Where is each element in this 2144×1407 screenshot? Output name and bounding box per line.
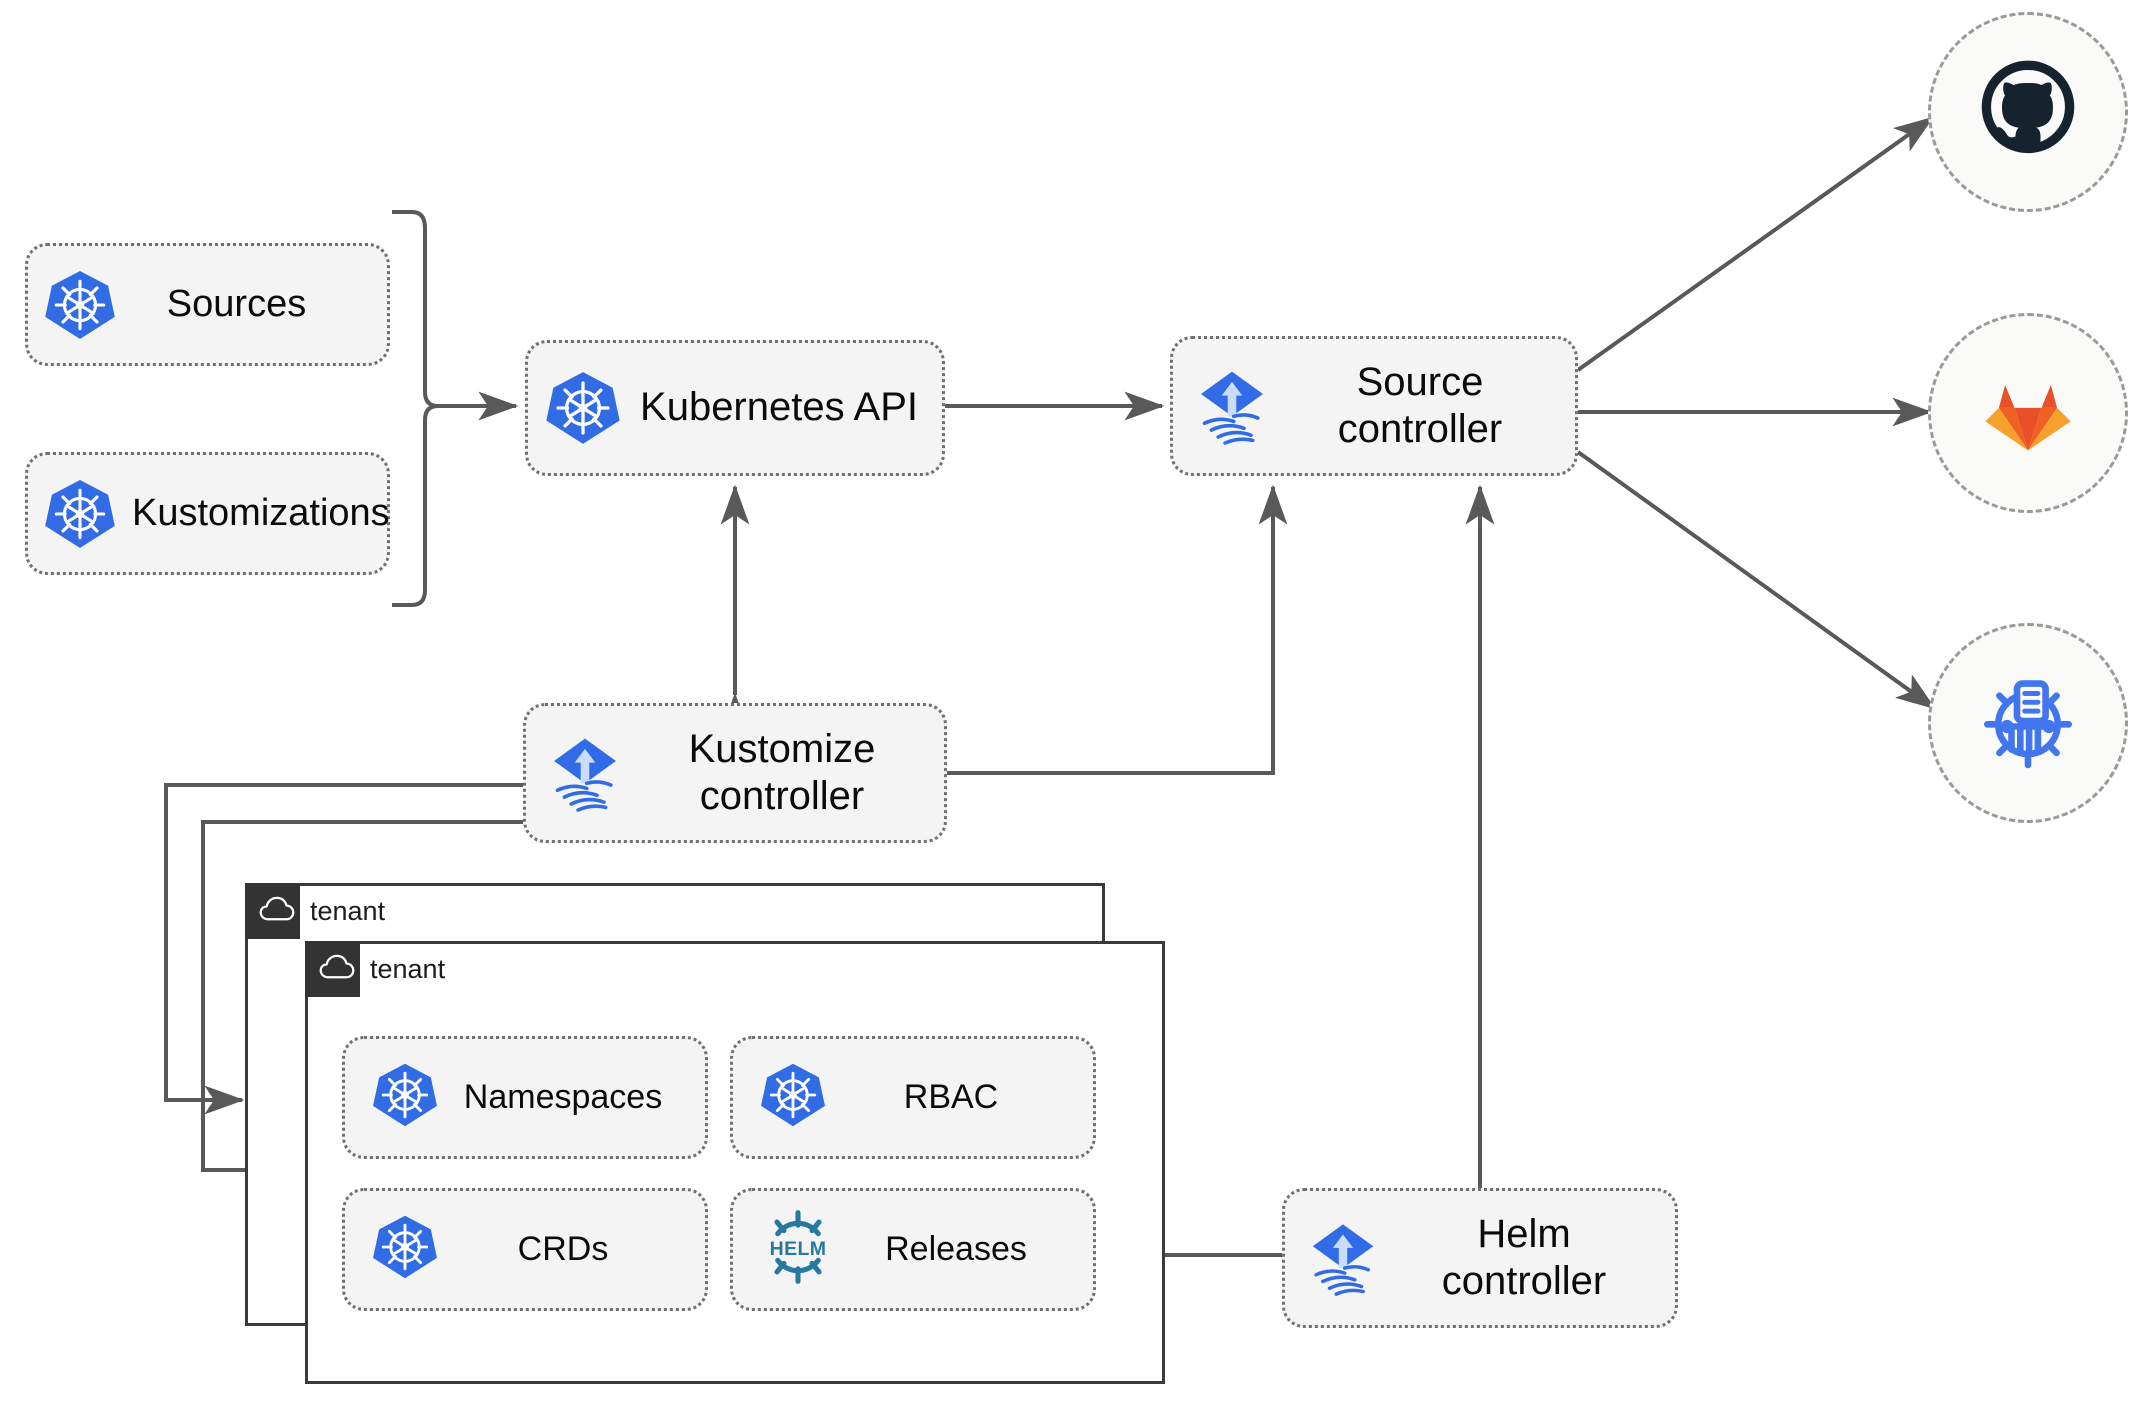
card-kustomize-controller-label: Kustomize controller xyxy=(688,726,876,818)
provider-gitlab[interactable] xyxy=(1928,313,2128,513)
flux-icon xyxy=(1285,1216,1401,1300)
kubernetes-icon xyxy=(371,1213,439,1286)
provider-helm-repository[interactable] xyxy=(1928,623,2128,823)
card-helm-controller-label: Helm controller xyxy=(1441,1211,1607,1303)
tenant-outer-tab xyxy=(245,883,300,939)
svg-text:HELM: HELM xyxy=(770,1238,827,1260)
github-icon xyxy=(1976,58,2080,167)
tenant-resource-rbac[interactable]: RBAC xyxy=(730,1036,1096,1159)
card-kubernetes-api-label: Kubernetes API xyxy=(640,385,918,430)
card-source-controller-label: Source controller xyxy=(1337,359,1503,451)
tenant-resource-releases[interactable]: HELM Releases xyxy=(730,1188,1096,1311)
tenant-frame-inner[interactable]: tenant xyxy=(305,941,1165,1384)
provider-github[interactable] xyxy=(1928,12,2128,212)
kubernetes-icon xyxy=(28,268,132,342)
helm-repository-icon xyxy=(1973,666,2083,781)
tenant-resource-rbac-label: RBAC xyxy=(903,1078,999,1116)
kubernetes-icon xyxy=(759,1061,827,1134)
card-source-controller[interactable]: Source controller xyxy=(1170,336,1578,476)
flux-icon xyxy=(526,730,644,816)
edge-kustomize-sourcecontroller xyxy=(947,484,1288,775)
card-sources-label: Sources xyxy=(166,283,307,326)
bracket-sources-kustomizations xyxy=(392,210,439,607)
flux-icon xyxy=(1173,363,1291,449)
card-kustomizations[interactable]: Kustomizations xyxy=(25,452,390,575)
tenant-resource-namespaces-label: Namespaces xyxy=(463,1078,663,1116)
cloud-icon xyxy=(319,954,355,985)
tenant-inner-tab xyxy=(305,941,360,997)
kubernetes-icon xyxy=(371,1061,439,1134)
edge-sourcecontroller-github xyxy=(1576,116,1934,372)
card-kubernetes-api[interactable]: Kubernetes API xyxy=(525,340,945,476)
helm-icon: HELM xyxy=(759,1208,837,1291)
card-helm-controller[interactable]: Helm controller xyxy=(1282,1188,1678,1328)
tenant-outer-label: tenant xyxy=(310,896,386,926)
tenant-resource-releases-label: Releases xyxy=(885,1230,1027,1268)
card-sources[interactable]: Sources xyxy=(25,243,390,366)
tenant-inner-label: tenant xyxy=(370,954,446,984)
card-kustomizations-label: Kustomizations xyxy=(132,492,390,535)
tenant-resource-namespaces[interactable]: Namespaces xyxy=(342,1036,708,1159)
kubernetes-icon xyxy=(28,477,132,551)
edge-sourcecontroller-helmrepo xyxy=(1576,450,1936,710)
gitlab-icon xyxy=(1976,359,2080,468)
card-kustomize-controller[interactable]: Kustomize controller xyxy=(523,703,947,843)
cloud-icon xyxy=(259,896,295,927)
kubernetes-icon xyxy=(528,369,638,447)
tenant-resource-crds[interactable]: CRDs xyxy=(342,1188,708,1311)
tenant-resource-crds-label: CRDs xyxy=(517,1230,609,1268)
